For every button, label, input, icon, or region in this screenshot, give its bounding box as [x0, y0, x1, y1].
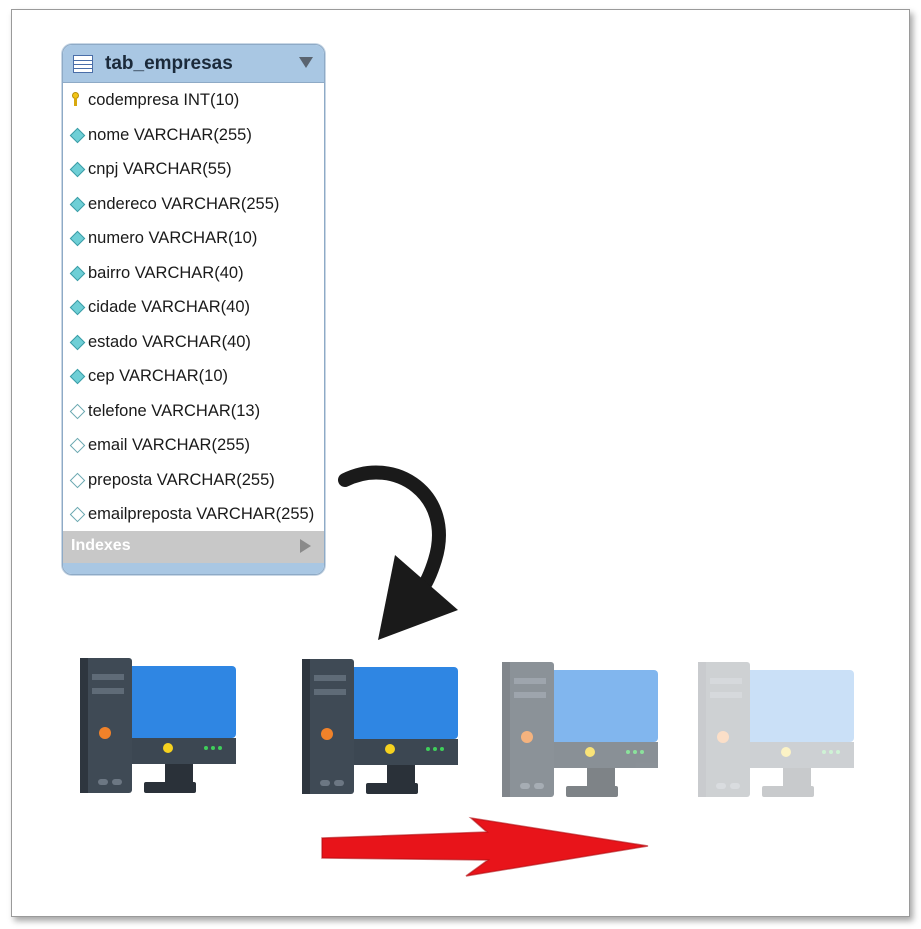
indexes-section[interactable]: Indexes [63, 531, 324, 563]
column-row[interactable]: endereco VARCHAR(255) [63, 187, 324, 222]
table-title: tab_empresas [105, 53, 233, 74]
computer-icon [80, 658, 236, 793]
column-row[interactable]: cidade VARCHAR(40) [63, 290, 324, 325]
computer-icon [502, 662, 658, 797]
column-list: codempresa INT(10) nome VARCHAR(255) cnp… [63, 83, 324, 532]
column-label: endereco VARCHAR(255) [88, 194, 280, 213]
column-label: cep VARCHAR(10) [88, 367, 228, 385]
computer-icon [302, 659, 458, 794]
column-row[interactable]: estado VARCHAR(40) [63, 325, 324, 360]
column-label: emailpreposta VARCHAR(255) [88, 505, 315, 523]
collapse-arrow-icon[interactable] [299, 57, 313, 68]
right-arrow-icon [321, 816, 649, 877]
column-row[interactable]: nome VARCHAR(255) [63, 118, 324, 153]
column-row[interactable]: bairro VARCHAR(40) [63, 256, 324, 291]
column-label: numero VARCHAR(10) [88, 229, 258, 247]
table-header[interactable]: tab_empresas [63, 45, 324, 83]
column-label: cnpj VARCHAR(55) [88, 160, 232, 178]
column-row[interactable]: telefone VARCHAR(13) [63, 394, 324, 429]
expand-arrow-icon[interactable] [300, 539, 311, 553]
column-row[interactable]: emailpreposta VARCHAR(255) [63, 497, 324, 532]
indexes-label: Indexes [71, 537, 131, 554]
column-row[interactable]: preposta VARCHAR(255) [63, 463, 324, 498]
column-row[interactable]: cep VARCHAR(10) [63, 359, 324, 394]
column-row[interactable]: numero VARCHAR(10) [63, 221, 324, 256]
column-row[interactable]: email VARCHAR(255) [63, 428, 324, 463]
column-row[interactable]: cnpj VARCHAR(55) [63, 152, 324, 187]
table-card[interactable]: tab_empresas codempresa INT(10) nome VAR… [62, 44, 325, 575]
table-icon [73, 55, 93, 73]
column-label: telefone VARCHAR(13) [88, 401, 261, 420]
column-label: bairro VARCHAR(40) [88, 263, 244, 282]
column-label: estado VARCHAR(40) [88, 332, 251, 351]
column-label: codempresa INT(10) [88, 91, 240, 109]
column-label: email VARCHAR(255) [88, 436, 250, 454]
computer-icon [698, 662, 854, 797]
column-row[interactable]: codempresa INT(10) [63, 83, 324, 118]
column-label: preposta VARCHAR(255) [88, 470, 275, 489]
curved-arrow-icon [338, 465, 458, 640]
column-label: cidade VARCHAR(40) [88, 298, 251, 316]
column-label: nome VARCHAR(255) [88, 125, 252, 144]
table-card-footer [63, 563, 324, 574]
primary-key-icon [72, 92, 79, 106]
